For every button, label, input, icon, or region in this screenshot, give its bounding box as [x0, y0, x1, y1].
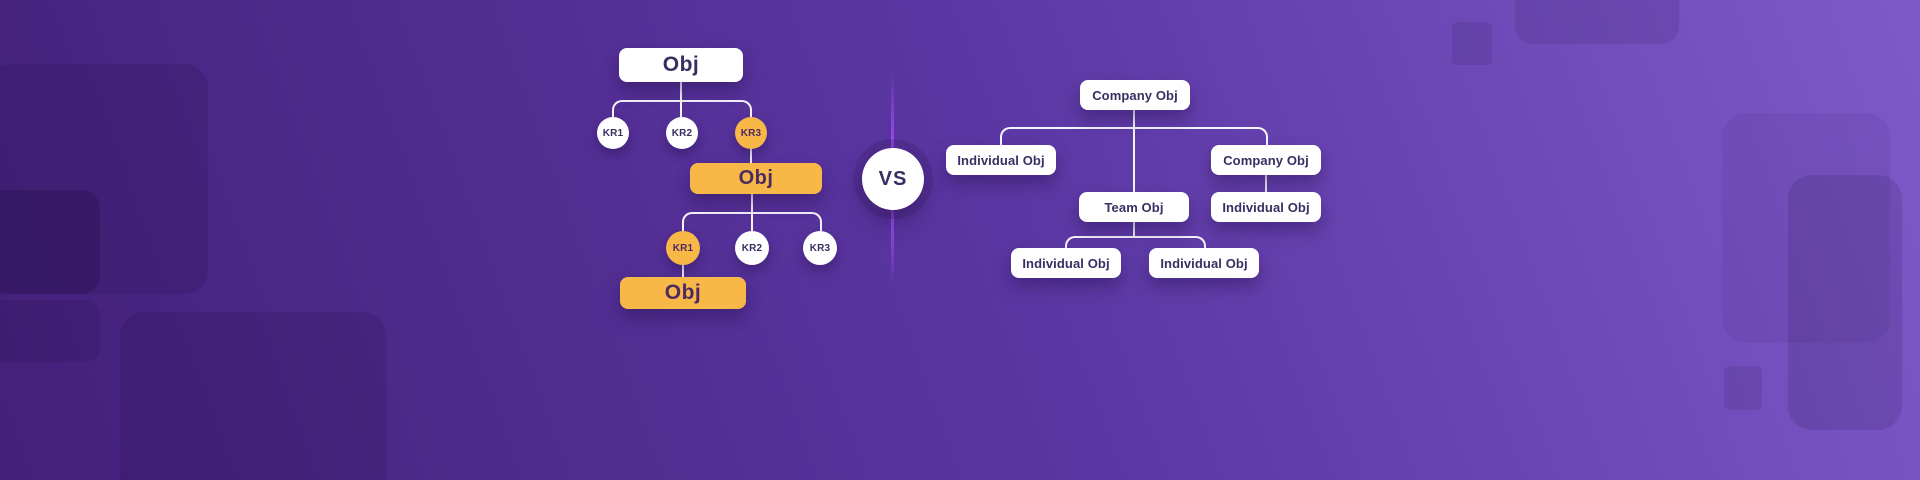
kr2-node-row1: KR2 — [666, 117, 698, 149]
bg-shape-left-mid — [0, 190, 100, 294]
connector-bracket — [612, 100, 752, 117]
connector-line — [680, 82, 682, 101]
kr3-node-row1: KR3 — [735, 117, 767, 149]
obj-node-mid: Obj — [690, 163, 822, 194]
vs-badge: VS — [862, 148, 924, 210]
bg-shape-right-large — [1722, 113, 1890, 343]
bg-shape-right-square-top — [1452, 22, 1492, 65]
connector-line — [1133, 222, 1135, 237]
connector-bracket — [1065, 236, 1206, 248]
individual-obj-right-node: Individual Obj — [1211, 192, 1321, 222]
obj-node-bottom: Obj — [620, 277, 746, 309]
kr3-node-row2: KR3 — [803, 231, 837, 265]
connector-line — [1133, 127, 1135, 192]
individual-obj-left-node: Individual Obj — [946, 145, 1056, 175]
kr1-node-row2: KR1 — [666, 231, 700, 265]
bg-shape-left-large — [0, 64, 208, 294]
connector-line — [1133, 110, 1135, 128]
vs-divider-line-top — [891, 74, 894, 148]
connector-line — [680, 100, 682, 117]
obj-node-top: Obj — [619, 48, 743, 82]
kr1-node-row1: KR1 — [597, 117, 629, 149]
individual-obj-bottom-right-node: Individual Obj — [1149, 248, 1259, 278]
kr2-node-row2: KR2 — [735, 231, 769, 265]
team-obj-node: Team Obj — [1079, 192, 1189, 222]
bg-shape-right-top — [1515, 0, 1679, 44]
individual-obj-bottom-left-node: Individual Obj — [1011, 248, 1121, 278]
connector-line — [751, 212, 753, 231]
vs-divider-line-bottom — [891, 210, 894, 286]
bg-shape-left-small — [0, 300, 100, 362]
bg-shape-right-square-bottom — [1724, 366, 1762, 410]
connector-line — [682, 264, 684, 278]
connector-line — [1265, 174, 1267, 193]
bg-shape-bottom-left — [120, 312, 386, 480]
company-obj-right-node: Company Obj — [1211, 145, 1321, 175]
bg-shape-right-tall — [1788, 175, 1902, 430]
company-obj-top-node: Company Obj — [1080, 80, 1190, 110]
connector-line — [751, 194, 753, 213]
connector-line — [750, 148, 752, 164]
